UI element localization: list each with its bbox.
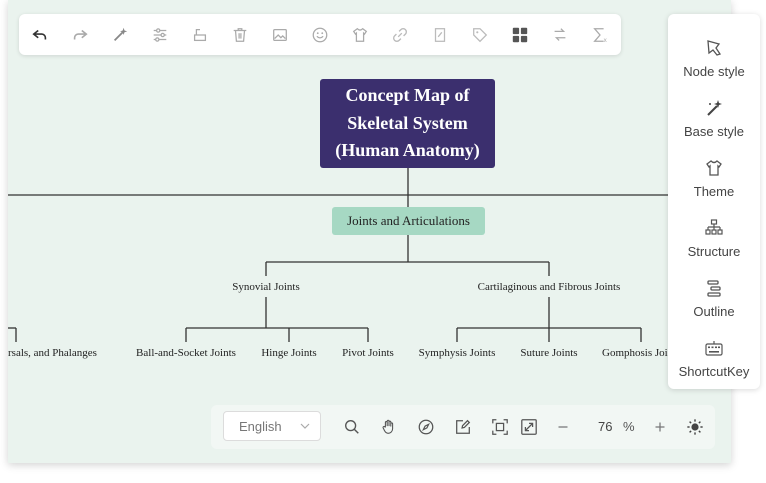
navigator-button[interactable]: [416, 417, 436, 437]
link-icon: [393, 28, 407, 42]
keyboard-icon: [705, 341, 723, 356]
format-painter-button[interactable]: [109, 24, 131, 46]
side-item-node-style[interactable]: Node style: [668, 24, 760, 80]
joints-articulations-node[interactable]: Joints and Articulations: [332, 207, 485, 235]
side-item-label: Base style: [684, 124, 744, 139]
fit-screen-icon: [492, 419, 508, 435]
subtopic-button[interactable]: [189, 24, 211, 46]
undo-icon: [32, 29, 47, 40]
side-item-label: Structure: [687, 244, 741, 259]
node-style-icon: [707, 40, 722, 56]
tag-icon: [473, 28, 488, 43]
connector-lines: [8, 168, 731, 342]
language-select[interactable]: English: [223, 411, 321, 441]
connector-button[interactable]: [549, 24, 571, 46]
theme-toggle-icon: [687, 419, 703, 435]
zoom-in-button[interactable]: [650, 417, 670, 437]
search-icon: [345, 420, 359, 434]
shirt-icon: [706, 160, 722, 176]
gomphosis-joints-node[interactable]: Gomphosis Joi: [602, 347, 668, 359]
root-node-text: Concept Map of Skeletal System (Human An…: [335, 85, 480, 161]
fullscreen-button[interactable]: [519, 417, 539, 437]
theme-toggle-button[interactable]: [685, 417, 705, 437]
grid-icon: [512, 27, 528, 43]
language-value: English: [239, 419, 282, 434]
sigma-icon: x: [593, 28, 608, 44]
layout-button[interactable]: [509, 24, 531, 46]
image-icon: [273, 28, 287, 42]
cartilaginous-fibrous-node[interactable]: Cartilaginous and Fibrous Joints: [477, 281, 621, 293]
subtopic-icon: [193, 28, 207, 42]
svg-text:x: x: [604, 37, 608, 44]
side-item-outline[interactable]: Outline: [668, 264, 760, 320]
zoom-level[interactable]: 76: [598, 419, 613, 434]
synovial-joints-node[interactable]: Synovial Joints: [232, 281, 300, 293]
search-button[interactable]: [342, 417, 362, 437]
structure-icon: [705, 219, 723, 235]
side-item-label: ShortcutKey: [678, 364, 750, 379]
zoom-in-icon: [655, 422, 665, 432]
root-node[interactable]: Concept Map of Skeletal System (Human An…: [320, 79, 495, 168]
magic-wand-icon: [113, 27, 128, 42]
delete-button[interactable]: [229, 24, 251, 46]
note-icon: [434, 28, 446, 42]
hinge-joints-node[interactable]: Hinge Joints: [261, 347, 317, 359]
sliders-icon: [153, 28, 167, 42]
redo-icon: [73, 29, 88, 40]
edit-button[interactable]: [453, 417, 473, 437]
side-item-structure[interactable]: Structure: [668, 204, 760, 260]
theme-shirt-button[interactable]: [349, 24, 371, 46]
mindmap-canvas[interactable]: Concept Map of Skeletal System (Human An…: [8, 0, 731, 463]
top-toolbar: x: [19, 14, 621, 55]
right-side-panel: Node style Base style Theme Structure Ou…: [668, 14, 760, 389]
outline-icon: [707, 280, 721, 297]
side-item-theme[interactable]: Theme: [668, 144, 760, 200]
tag-button[interactable]: [469, 24, 491, 46]
shirt-icon: [352, 27, 368, 42]
symphysis-joints-node[interactable]: Symphysis Joints: [418, 347, 496, 359]
phalanges-node[interactable]: rsals, and Phalanges: [8, 347, 97, 359]
hand-icon: [382, 419, 394, 434]
side-item-label: Outline: [693, 304, 735, 319]
note-button[interactable]: [429, 24, 451, 46]
adjust-button[interactable]: [149, 24, 171, 46]
compass-icon: [418, 419, 434, 435]
link-button[interactable]: [389, 24, 411, 46]
fit-screen-button[interactable]: [490, 417, 510, 437]
ball-socket-node[interactable]: Ball-and-Socket Joints: [136, 347, 236, 359]
connector-icon: [554, 28, 566, 41]
side-item-base-style[interactable]: Base style: [668, 84, 760, 140]
pan-button[interactable]: [379, 417, 399, 437]
bottom-toolbar: English 76 %: [211, 405, 715, 449]
suture-joints-node[interactable]: Suture Joints: [520, 347, 578, 359]
chevron-down-icon: [300, 423, 310, 429]
formula-button[interactable]: x: [589, 24, 611, 46]
edit-icon: [456, 419, 471, 434]
emoji-icon: [312, 27, 328, 43]
zoom-out-button[interactable]: [553, 417, 573, 437]
side-item-shortcut-key[interactable]: ShortcutKey: [668, 324, 760, 380]
zoom-unit: %: [623, 419, 635, 434]
undo-button[interactable]: [29, 24, 51, 46]
redo-button[interactable]: [69, 24, 91, 46]
emoji-button[interactable]: [309, 24, 331, 46]
trash-icon: [233, 28, 247, 42]
magic-wand-icon: [707, 100, 722, 116]
image-button[interactable]: [269, 24, 291, 46]
side-item-label: Node style: [683, 64, 745, 79]
pivot-joints-node[interactable]: Pivot Joints: [342, 347, 394, 359]
side-item-label: Theme: [693, 184, 735, 199]
fullscreen-icon: [521, 419, 537, 435]
zoom-out-icon: [558, 426, 568, 428]
joints-node-text: Joints and Articulations: [347, 213, 470, 228]
